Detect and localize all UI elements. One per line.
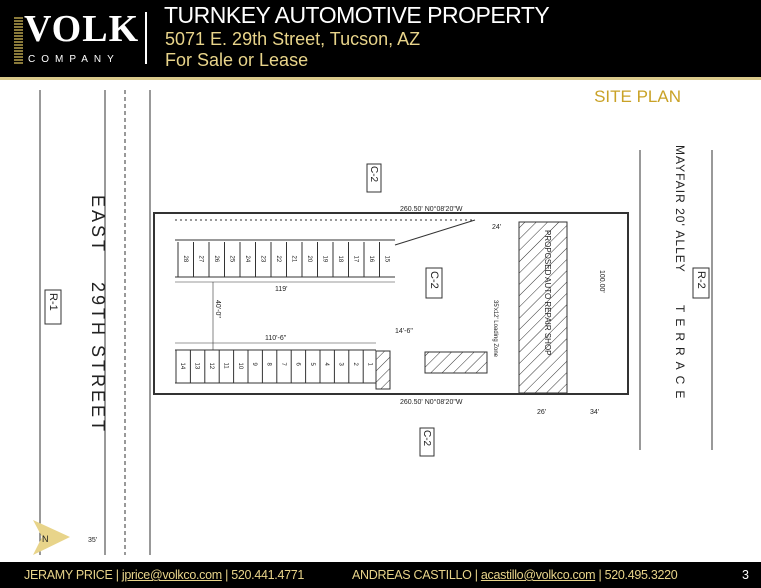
parking-stall-number: 10	[237, 363, 243, 370]
footer: JERAMY PRICE | jprice@volkco.com | 520.4…	[0, 562, 761, 588]
parking-stall-number: 20	[306, 256, 312, 263]
terrace-label: TERRACE	[673, 305, 687, 404]
volk-company-logo: VOLK COMPANY	[14, 8, 138, 70]
agent1-name: JERAMY PRICE	[24, 568, 113, 582]
street-word: STREET	[88, 345, 108, 434]
parking-stall-number: 4	[323, 363, 329, 367]
proposed-building	[518, 221, 568, 394]
separator: |	[225, 568, 229, 582]
dim-119: 119'	[275, 286, 288, 293]
parking-stall-number: 9	[251, 363, 257, 367]
dim-34: 34'	[590, 409, 599, 416]
parking-stall-number: 25	[228, 256, 234, 263]
agent2-phone: 520.495.3220	[604, 568, 678, 582]
parking-stall-number: 24	[244, 256, 250, 263]
parking-stall-number: 5	[309, 363, 315, 367]
page-number: 3	[742, 568, 749, 582]
parking-stall-number: 2	[352, 363, 358, 367]
street-word: EAST	[88, 195, 108, 254]
parking-stall-number: 7	[280, 363, 286, 367]
parking-stall-number: 1	[366, 363, 372, 367]
dim-24: 24'	[492, 224, 501, 231]
agent2-email-link[interactable]: acastillo@volkco.com	[480, 568, 596, 582]
parking-stall-number: 19	[321, 256, 327, 263]
zone-r1: R-1	[47, 293, 59, 311]
header: VOLK COMPANY TURNKEY AUTOMOTIVE PROPERTY…	[0, 0, 761, 80]
building-label: PROPOSED AUTO REPAIR SHOP	[543, 230, 552, 356]
zone-r2: R-2	[695, 271, 707, 289]
dim-35: 35'	[88, 537, 97, 544]
parking-stall-number: 17	[352, 256, 358, 263]
parking-stall-number: 8	[266, 363, 272, 367]
north-label: N	[42, 534, 49, 544]
dim-40: 40'-0"	[214, 300, 221, 318]
parking-stall-number: 27	[197, 256, 203, 263]
agent1-email-link[interactable]: jprice@volkco.com	[121, 568, 222, 582]
agent1-contact: JERAMY PRICE | jprice@volkco.com | 520.4…	[24, 567, 304, 583]
property-address: 5071 E. 29th Street, Tucson, AZ	[165, 29, 421, 49]
logo-subtext: COMPANY	[28, 54, 120, 65]
parking-stall-number: 18	[337, 256, 343, 263]
bearing-top: 260.50' N0°08'20"W	[400, 205, 463, 213]
parking-stall-number: 15	[383, 256, 389, 263]
parking-stall-number: 3	[338, 363, 344, 367]
zone-c2: C-2	[421, 430, 432, 447]
bearing-bottom: 260.50' N0°08'20"W	[400, 398, 463, 406]
loading-zone-label: 35'x12' Loading Zone	[492, 300, 498, 358]
dim-100: 100.00'	[598, 270, 605, 293]
dim-26: 26'	[537, 409, 546, 416]
parking-stall-number: 26	[213, 256, 219, 263]
parking-stall-number: 13	[194, 363, 200, 370]
agent2-name: ANDREAS CASTILLO	[352, 568, 472, 582]
header-divider	[145, 12, 147, 64]
property-boundary	[153, 212, 629, 395]
accessible-aisle-hatch	[375, 350, 391, 390]
separator: |	[115, 568, 119, 582]
loading-zone-hatch	[424, 351, 488, 374]
street-word: 29TH	[88, 282, 108, 338]
zone-c2: C-2	[428, 271, 440, 289]
parking-stall-number: 14	[179, 363, 185, 370]
agent2-contact: ANDREAS CASTILLO | acastillo@volkco.com …	[352, 567, 678, 583]
parking-stall-number: 6	[294, 363, 300, 367]
property-status: For Sale or Lease	[165, 50, 309, 70]
zone-c2: C-2	[368, 166, 379, 183]
parking-stall-number: 22	[275, 256, 281, 263]
parking-stall-number: 11	[222, 363, 228, 370]
north-arrow-icon	[33, 520, 70, 555]
parking-stall-number: 12	[208, 363, 214, 370]
property-title: TURNKEY AUTOMOTIVE PROPERTY	[164, 2, 550, 28]
alley-label: MAYFAIR 20' ALLEY	[673, 145, 687, 273]
dim-110: 110'-6"	[265, 335, 287, 342]
logo-text: VOLK	[24, 8, 140, 50]
parking-stall-number: 23	[259, 256, 265, 263]
separator: |	[474, 568, 478, 582]
parking-stall-number: 28	[182, 256, 188, 263]
site-plan-title: SITE PLAN	[594, 87, 681, 106]
separator: |	[598, 568, 602, 582]
dim-14: 14'-6"	[395, 328, 413, 335]
parking-stall-number: 16	[368, 256, 374, 263]
parking-stall-number: 21	[290, 256, 296, 263]
agent1-phone: 520.441.4771	[231, 568, 305, 582]
logo-texture-icon	[14, 16, 23, 64]
